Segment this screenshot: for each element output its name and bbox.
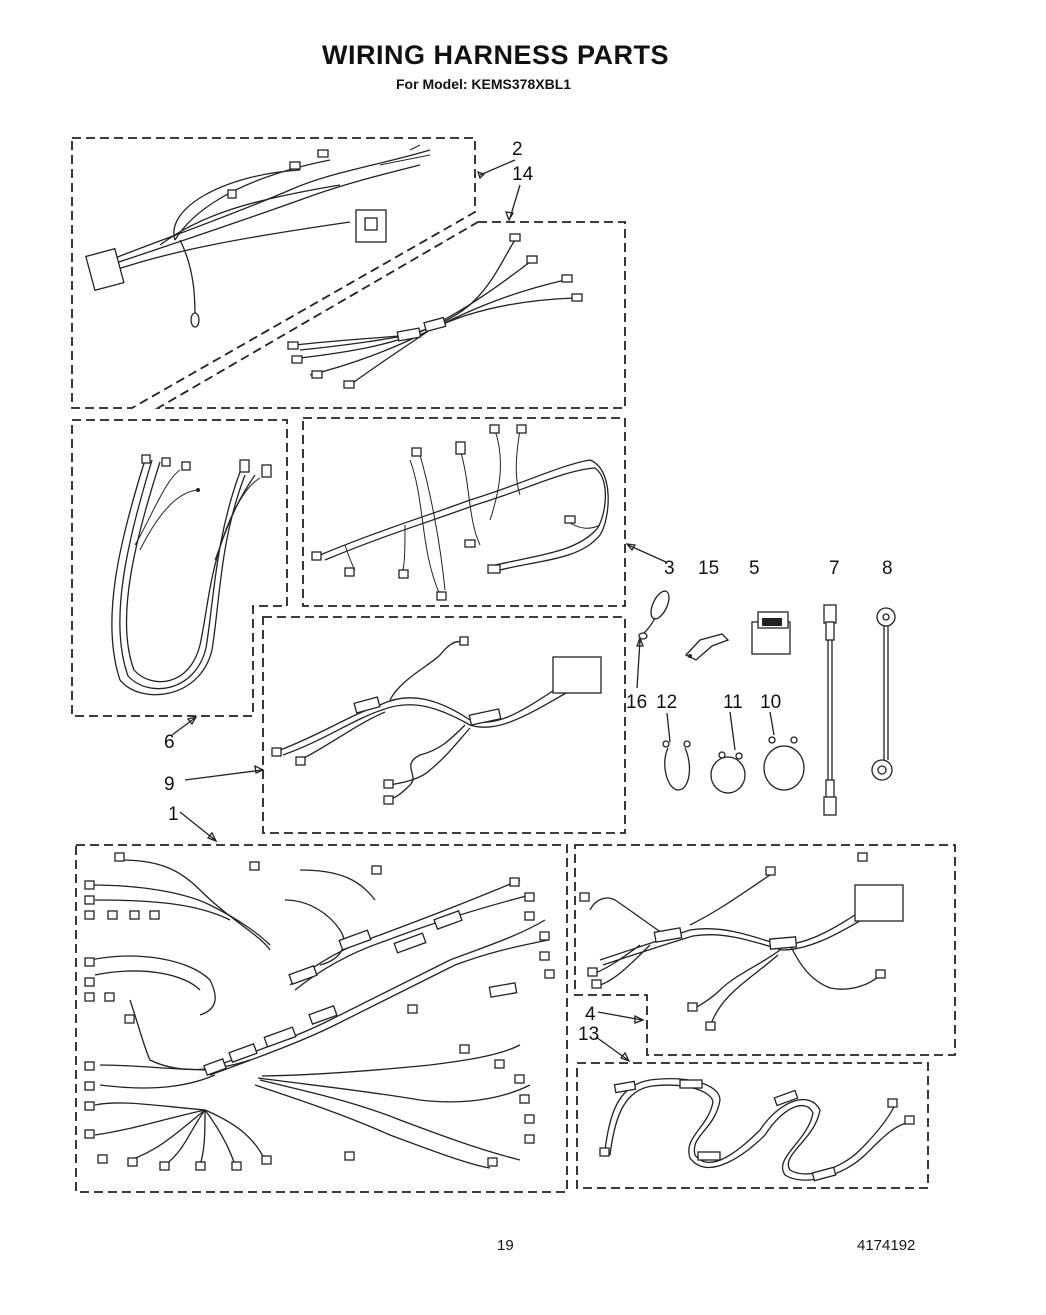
callout-2: 2 bbox=[512, 139, 523, 160]
harness-6-frame bbox=[71, 419, 288, 717]
harness-14-drawing bbox=[287, 233, 583, 389]
harness-3-frame bbox=[302, 417, 626, 607]
document-number: 4174192 bbox=[857, 1237, 916, 1254]
part-5-block bbox=[751, 611, 791, 655]
harness-6-drawing bbox=[111, 454, 272, 696]
part-7-jumper-wire bbox=[823, 604, 837, 816]
callout-16: 16 bbox=[626, 692, 647, 713]
part-10-wire-tie bbox=[763, 736, 805, 791]
harness-9-drawing bbox=[271, 636, 602, 805]
harness-13-drawing bbox=[599, 1078, 915, 1182]
leader-lines bbox=[171, 159, 775, 1063]
callout-12: 12 bbox=[656, 692, 677, 713]
callout-7: 7 bbox=[829, 558, 840, 579]
callout-13: 13 bbox=[578, 1024, 599, 1045]
callout-15: 15 bbox=[698, 558, 719, 579]
page-number: 19 bbox=[497, 1237, 514, 1254]
part-15-bracket bbox=[684, 633, 730, 661]
callout-9: 9 bbox=[164, 774, 175, 795]
callout-4: 4 bbox=[585, 1004, 596, 1025]
callout-1: 1 bbox=[168, 804, 179, 825]
callout-5: 5 bbox=[749, 558, 760, 579]
part-11-wire-tie bbox=[710, 751, 746, 794]
model-subtitle: For Model: KEMS378XBL1 bbox=[396, 76, 572, 92]
part-16-wire-loop bbox=[638, 590, 670, 640]
callout-10: 10 bbox=[760, 692, 781, 713]
harness-2-drawing bbox=[85, 144, 431, 328]
harness-3-drawing bbox=[311, 424, 609, 601]
harness-14-frame bbox=[154, 221, 626, 409]
harness-1-frame bbox=[75, 844, 568, 1193]
harness-2-frame bbox=[71, 137, 476, 409]
page-title: WIRING HARNESS PARTS bbox=[322, 40, 670, 70]
part-8-ground-strap bbox=[871, 607, 896, 781]
harness-13-frame bbox=[576, 1062, 929, 1189]
callout-3: 3 bbox=[664, 558, 675, 579]
part-12-wire-tie bbox=[662, 740, 691, 791]
callout-8: 8 bbox=[882, 558, 893, 579]
harness-4-frame bbox=[574, 844, 956, 1056]
harness-9-frame bbox=[262, 616, 626, 834]
callout-14: 14 bbox=[512, 164, 534, 185]
callout-6: 6 bbox=[164, 732, 175, 753]
harness-1-drawing bbox=[84, 852, 555, 1171]
harness-4-drawing bbox=[579, 852, 904, 1031]
callout-11: 11 bbox=[723, 692, 743, 713]
